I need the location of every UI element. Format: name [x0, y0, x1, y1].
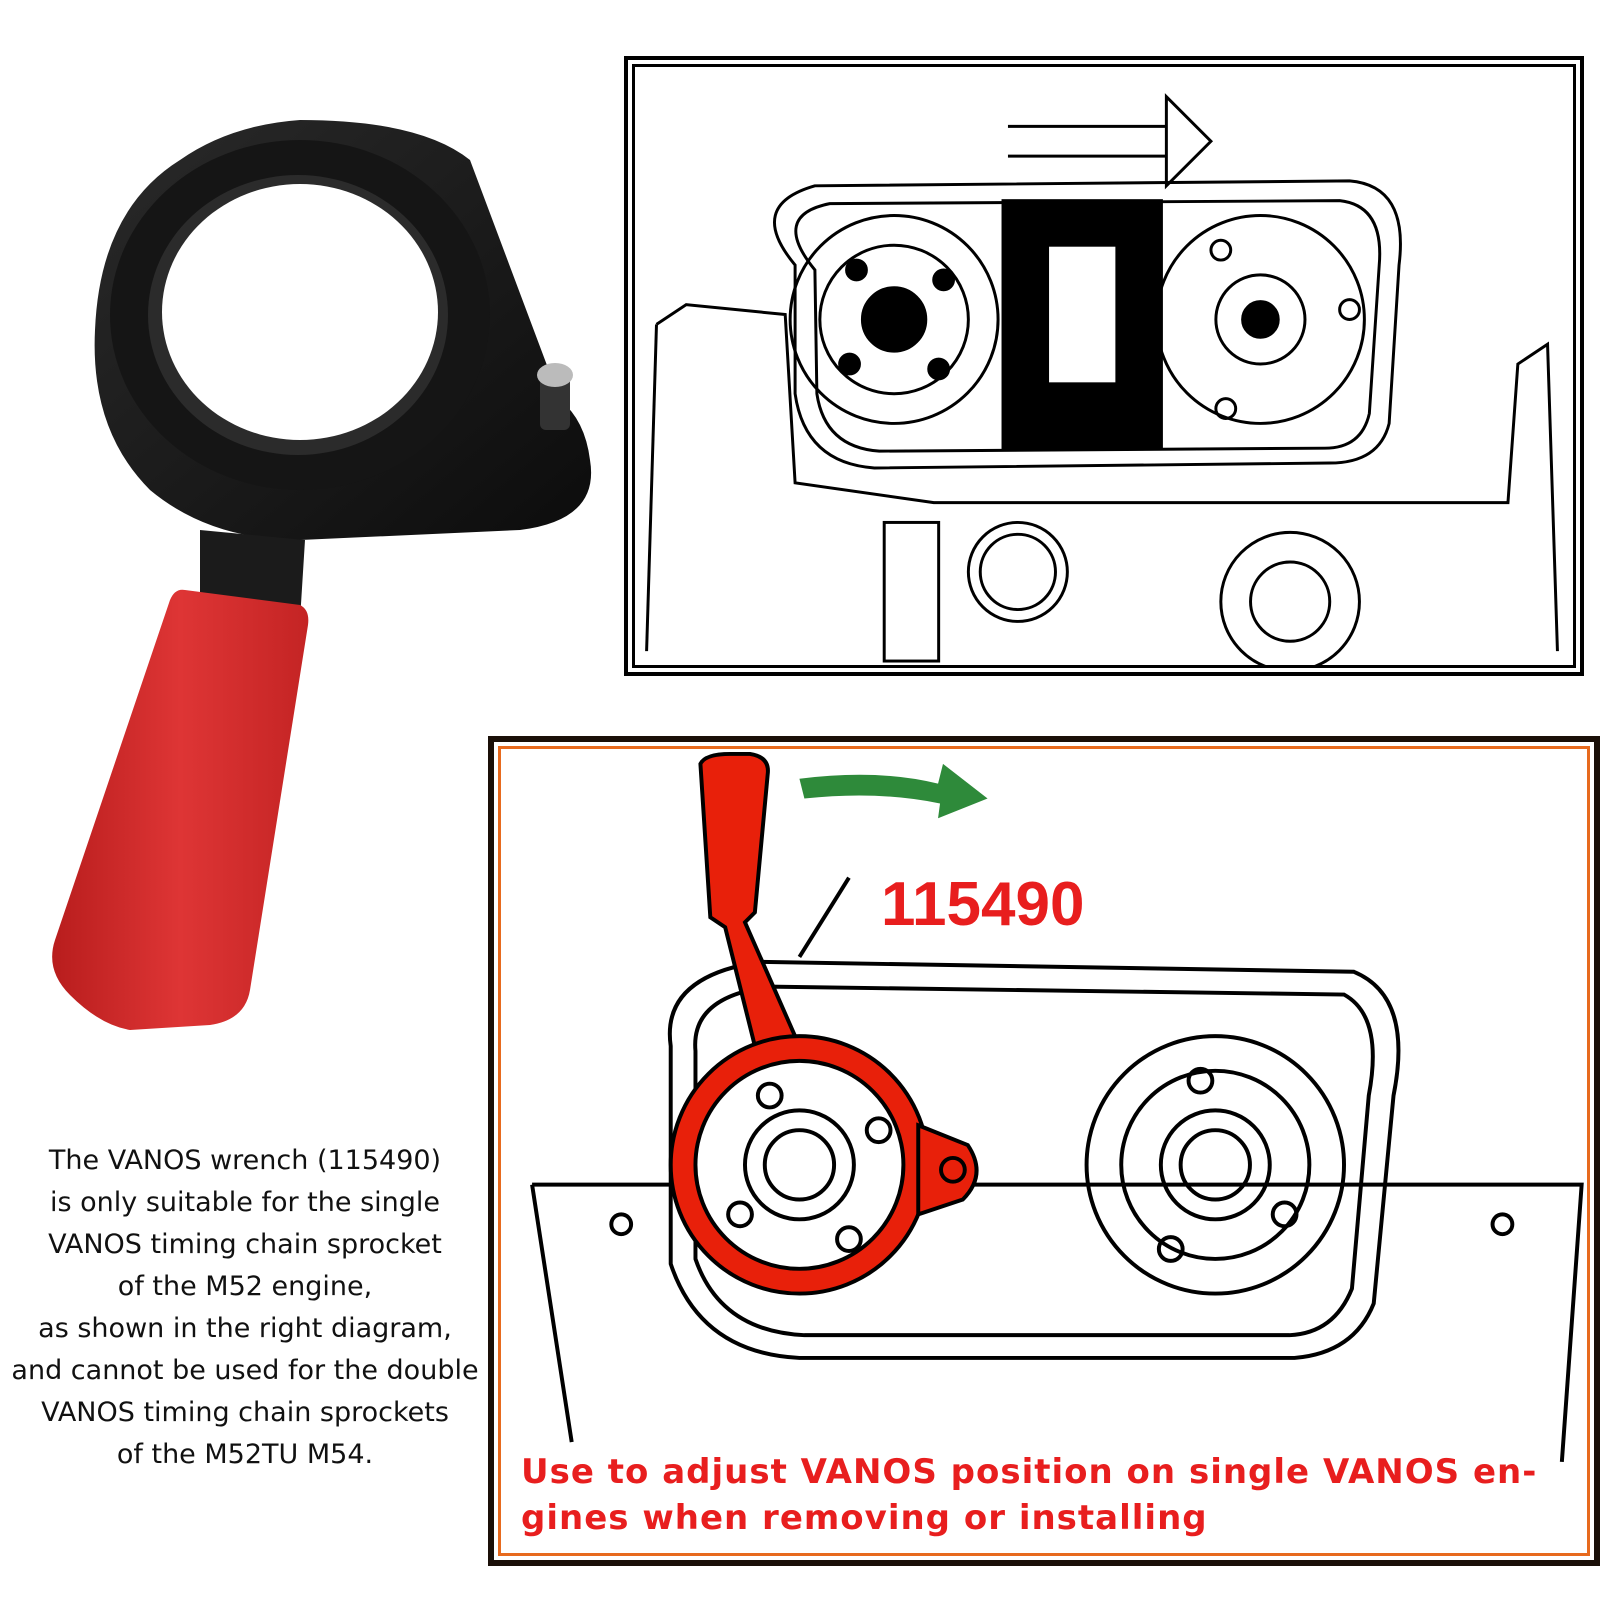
description-line: VANOS timing chain sprocket [48, 1229, 442, 1260]
description-line: The VANOS wrench (115490) [48, 1145, 442, 1176]
wrench-usage-drawing [530, 751, 1584, 1463]
description-line: VANOS timing chain sprockets [41, 1397, 449, 1428]
vanos-wrench-photo [52, 120, 592, 1030]
left-sprocket [788, 214, 1000, 425]
timing-chain-drawing [645, 93, 1559, 665]
red-wrench [668, 751, 979, 1296]
right-sprocket [1084, 1034, 1346, 1296]
wrench-handle [52, 589, 309, 1030]
caption-line-1: Use to adjust VANOS position on single V… [521, 1452, 1538, 1492]
description-line: is only suitable for the single [49, 1187, 441, 1218]
description-line: and cannot be used for the double [11, 1355, 479, 1386]
description-line: of the M52TU M54. [116, 1439, 374, 1470]
usage-diagram-bottom: 115490 Use to adjust VANOS position on s… [488, 736, 1600, 1566]
tool-number-label: 115490 [881, 870, 1085, 939]
caption-line-2: gines when removing or installing [521, 1498, 1208, 1538]
curved-arrow-icon [799, 763, 988, 819]
timing-chain [667, 959, 1401, 1360]
description-text: The VANOS wrench (115490) is only suitab… [0, 1140, 490, 1476]
description-line: of the M52 engine, [117, 1271, 373, 1302]
right-arrow-icon [1007, 93, 1214, 190]
usage-caption: Use to adjust VANOS position on single V… [521, 1449, 1581, 1541]
description-line: as shown in the right diagram, [38, 1313, 452, 1344]
engine-diagram-top [624, 56, 1584, 676]
timing-chain [772, 179, 1402, 470]
